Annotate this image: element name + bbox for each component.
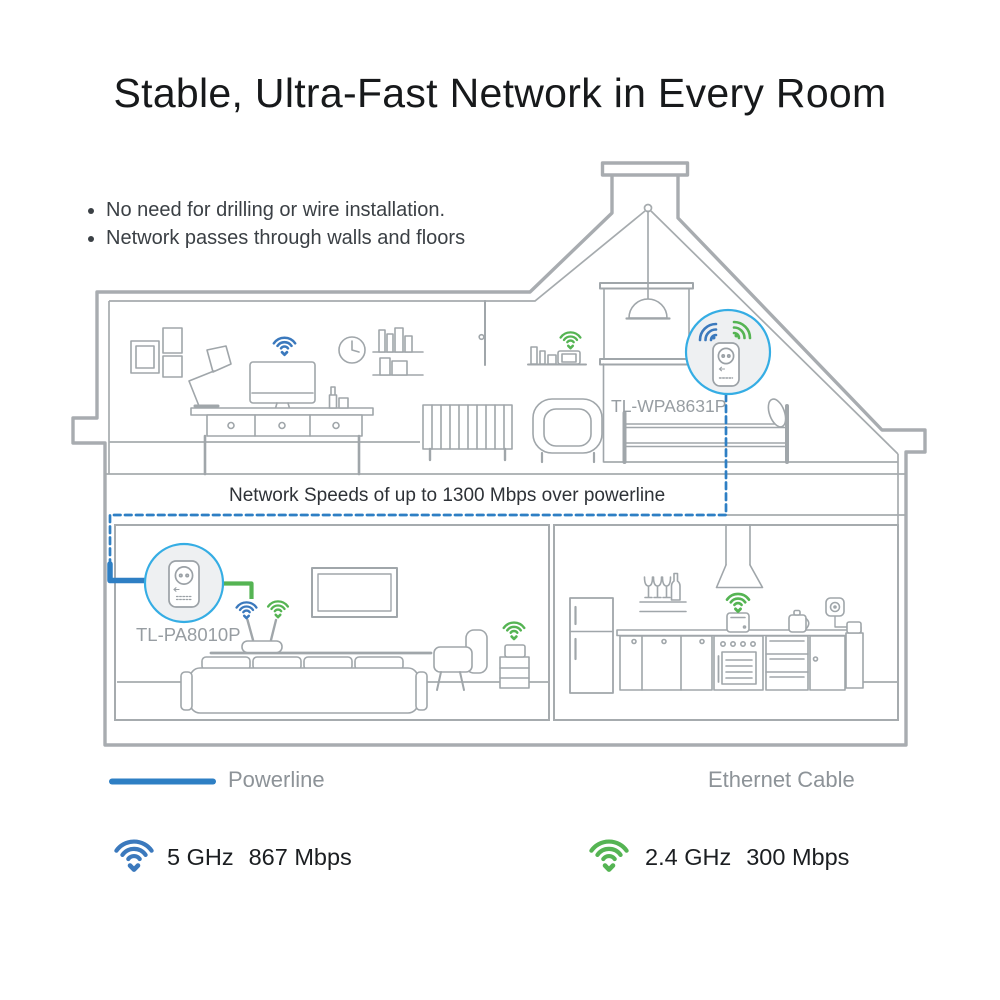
computer-monitor	[249, 361, 316, 413]
wifi-fan-green-icon	[732, 320, 752, 340]
side-cabinet	[499, 644, 530, 689]
wifi-icon-legend-24g	[591, 842, 626, 870]
upper-left-room-furniture	[130, 300, 513, 476]
wifi-router	[241, 618, 283, 654]
bed	[622, 398, 789, 464]
desk-lamp	[188, 345, 232, 408]
powerline-route	[107, 393, 728, 584]
oven	[713, 635, 764, 691]
tv	[311, 567, 398, 618]
wall-panel-door	[478, 300, 486, 366]
feature-list: No need for drilling or wire installatio…	[76, 196, 465, 252]
power-outlet	[825, 597, 862, 634]
wifi-fan-blue-icon	[698, 322, 718, 342]
counter-appliance	[846, 621, 862, 634]
sofa	[180, 656, 428, 714]
wall-shelves	[372, 327, 424, 376]
wifi-icon-legend-5g	[116, 842, 151, 870]
desk	[190, 407, 374, 476]
toaster	[726, 612, 750, 633]
wifi-icon-kitchen	[725, 592, 751, 613]
house-outline	[71, 161, 927, 747]
media-shelf	[527, 346, 587, 366]
wifi-icon-router-5g	[235, 601, 258, 620]
device-label-tl-wpa8631p: TL-WPA8631P	[611, 396, 727, 416]
right-cabinet	[809, 632, 864, 691]
wifi-5g-speed: 867 Mbps	[248, 844, 352, 870]
desk-bottle-and-cup	[328, 386, 349, 409]
ethernet-route	[221, 581, 254, 599]
kettle	[788, 609, 810, 633]
legend-powerline-label: Powerline	[228, 767, 325, 792]
wall-clock	[338, 336, 366, 364]
armchair-upper	[532, 398, 603, 464]
pillow	[767, 398, 787, 428]
wifi-icon-shelf	[559, 331, 582, 350]
page-title: Stable, Ultra-Fast Network in Every Room	[113, 70, 887, 116]
cabinet-doors	[619, 635, 713, 691]
wifi-5g-row: 5 GHz 867 Mbps	[167, 844, 352, 871]
legend-ethernet-label: Ethernet Cable	[708, 767, 855, 792]
wine-shelf	[639, 572, 687, 613]
living-room-furniture	[180, 567, 530, 714]
fridge	[569, 597, 614, 694]
feature-item: Network passes through walls and floors	[106, 224, 465, 252]
smart-device	[504, 644, 526, 658]
wifi-icon-monitor	[272, 336, 297, 357]
wifi-24g-row: 2.4 GHz 300 Mbps	[645, 844, 849, 871]
pendant-lamp	[625, 210, 671, 320]
wifi-5g-band: 5 GHz	[167, 844, 234, 870]
device-tl-pa8010p	[143, 542, 225, 624]
kitchen-furniture	[569, 524, 864, 694]
radiator	[422, 404, 513, 462]
range-hood	[715, 524, 764, 589]
feature-item: No need for drilling or wire installatio…	[106, 196, 465, 224]
wifi-24g-band: 2.4 GHz	[645, 844, 732, 870]
armchair-lower	[433, 629, 488, 691]
upper-middle-room	[527, 210, 694, 464]
powerline-caption: Network Speeds of up to 1300 Mbps over p…	[229, 485, 666, 506]
wifi-icon-cabinet	[502, 621, 526, 641]
wifi-24g-speed: 300 Mbps	[746, 844, 850, 870]
device-tl-wpa8631p	[684, 308, 772, 396]
wifi-icon-router-24g	[266, 600, 290, 619]
device-label-tl-pa8010p: TL-PA8010P	[136, 624, 241, 645]
picture-frames	[130, 327, 183, 378]
drawer-unit	[765, 635, 809, 691]
